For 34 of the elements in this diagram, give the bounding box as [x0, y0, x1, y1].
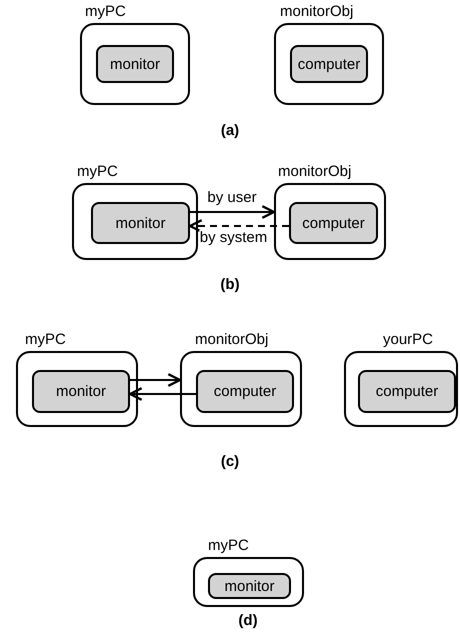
- object-box: [96, 45, 174, 83]
- arrow: [130, 373, 182, 387]
- object-name: monitor: [115, 214, 166, 232]
- object-name: computer: [298, 56, 360, 72]
- object-name: monitorObj: [195, 331, 268, 348]
- panel-label: (d): [238, 612, 258, 629]
- object-name: computer: [214, 383, 276, 400]
- object-box: [91, 202, 190, 244]
- arrow: [190, 205, 276, 219]
- object-name: monitorObj: [280, 3, 354, 20]
- edge-label: by user: [206, 190, 258, 205]
- object-name: monitor: [224, 578, 275, 594]
- object-box: [290, 45, 368, 83]
- object-name: myPC: [77, 163, 118, 180]
- object-name: monitor: [56, 383, 106, 400]
- object-box: [289, 202, 378, 244]
- object-name: myPC: [25, 331, 66, 348]
- object-name: monitorObj: [278, 163, 352, 180]
- arrow: [128, 387, 196, 401]
- panel-label: (a): [220, 122, 240, 139]
- object-name: computer: [302, 214, 365, 232]
- object-name: myPC: [208, 537, 249, 554]
- object-name: yourPC: [383, 331, 434, 348]
- panel-label: (c): [220, 453, 240, 470]
- object-box: [32, 370, 130, 413]
- edge-label: by system: [198, 230, 268, 245]
- object-name: computer: [376, 383, 438, 400]
- arrow: [188, 219, 289, 233]
- object-box: [196, 370, 294, 413]
- object-name: myPC: [85, 3, 126, 20]
- object-box: [358, 370, 456, 413]
- object-box: [208, 573, 291, 599]
- object-name: monitor: [110, 56, 160, 72]
- panel-label: (b): [220, 276, 240, 293]
